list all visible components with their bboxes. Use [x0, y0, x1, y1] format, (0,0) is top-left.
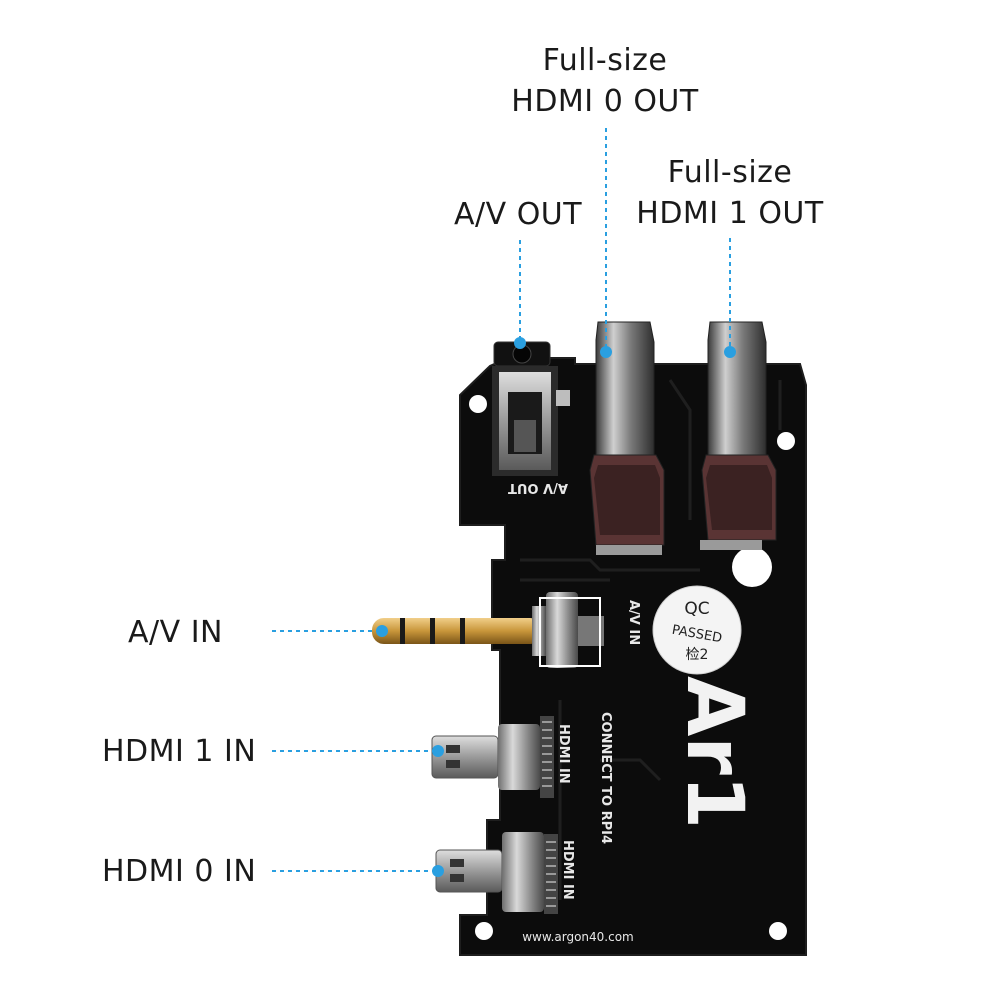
callout-hdmi1-out: Full-size HDMI 1 OUT — [622, 152, 838, 234]
hdmi-0-in-connector — [435, 832, 558, 914]
silk-av-in: A/V IN — [626, 600, 641, 645]
callout-hdmi0-out-line2: HDMI 0 OUT — [511, 84, 699, 119]
mount-hole-bottom-right — [769, 922, 787, 940]
silk-hdmi-in-a: HDMI IN — [556, 724, 571, 784]
silk-connect-to-rpi4: CONNECT TO RPI4 — [598, 712, 613, 844]
av-out-jack — [492, 341, 570, 476]
callout-hdmi0-out: Full-size HDMI 0 OUT — [500, 40, 710, 122]
qc-line3: 检2 — [686, 647, 709, 663]
hdmi-1-in-connector — [431, 716, 554, 798]
leader-dot-hdmi1-in — [432, 745, 444, 757]
callout-av-in: A/V IN — [128, 615, 223, 650]
av-in-plug — [372, 592, 604, 668]
leader-dot-hdmi0-in — [432, 865, 444, 877]
callout-hdmi1-in: HDMI 1 IN — [102, 734, 257, 769]
leader-dot-hdmi1-out — [724, 346, 736, 358]
hdmi-out-1-connector — [700, 321, 777, 550]
pcb-traces — [520, 379, 782, 900]
mount-hole-large — [732, 547, 772, 587]
leader-dot-av-in — [376, 625, 388, 637]
callout-av-out: A/V OUT — [454, 197, 583, 232]
callout-hdmi1-out-line2: HDMI 1 OUT — [636, 196, 824, 231]
silk-av-out: A/V OUT — [508, 480, 568, 495]
mount-hole-top-right — [777, 432, 795, 450]
mount-hole-top-left — [469, 395, 487, 413]
mount-hole-bottom-left — [475, 922, 493, 940]
silk-hdmi-in-b: HDMI IN — [560, 840, 575, 900]
callout-hdmi0-out-line1: Full-size — [542, 43, 668, 78]
callout-hdmi1-out-line1: Full-size — [667, 155, 793, 190]
hdmi-out-0-connector — [589, 321, 665, 555]
board-logo: Ar1 — [669, 676, 759, 829]
qc-sticker: QC PASSED 检2 — [652, 585, 742, 675]
callout-hdmi0-in: HDMI 0 IN — [102, 854, 257, 889]
silk-website: www.argon40.com — [522, 930, 634, 944]
leader-dot-hdmi0-out — [600, 346, 612, 358]
qc-line1: QC — [684, 599, 709, 619]
leader-dot-av-out — [514, 337, 526, 349]
